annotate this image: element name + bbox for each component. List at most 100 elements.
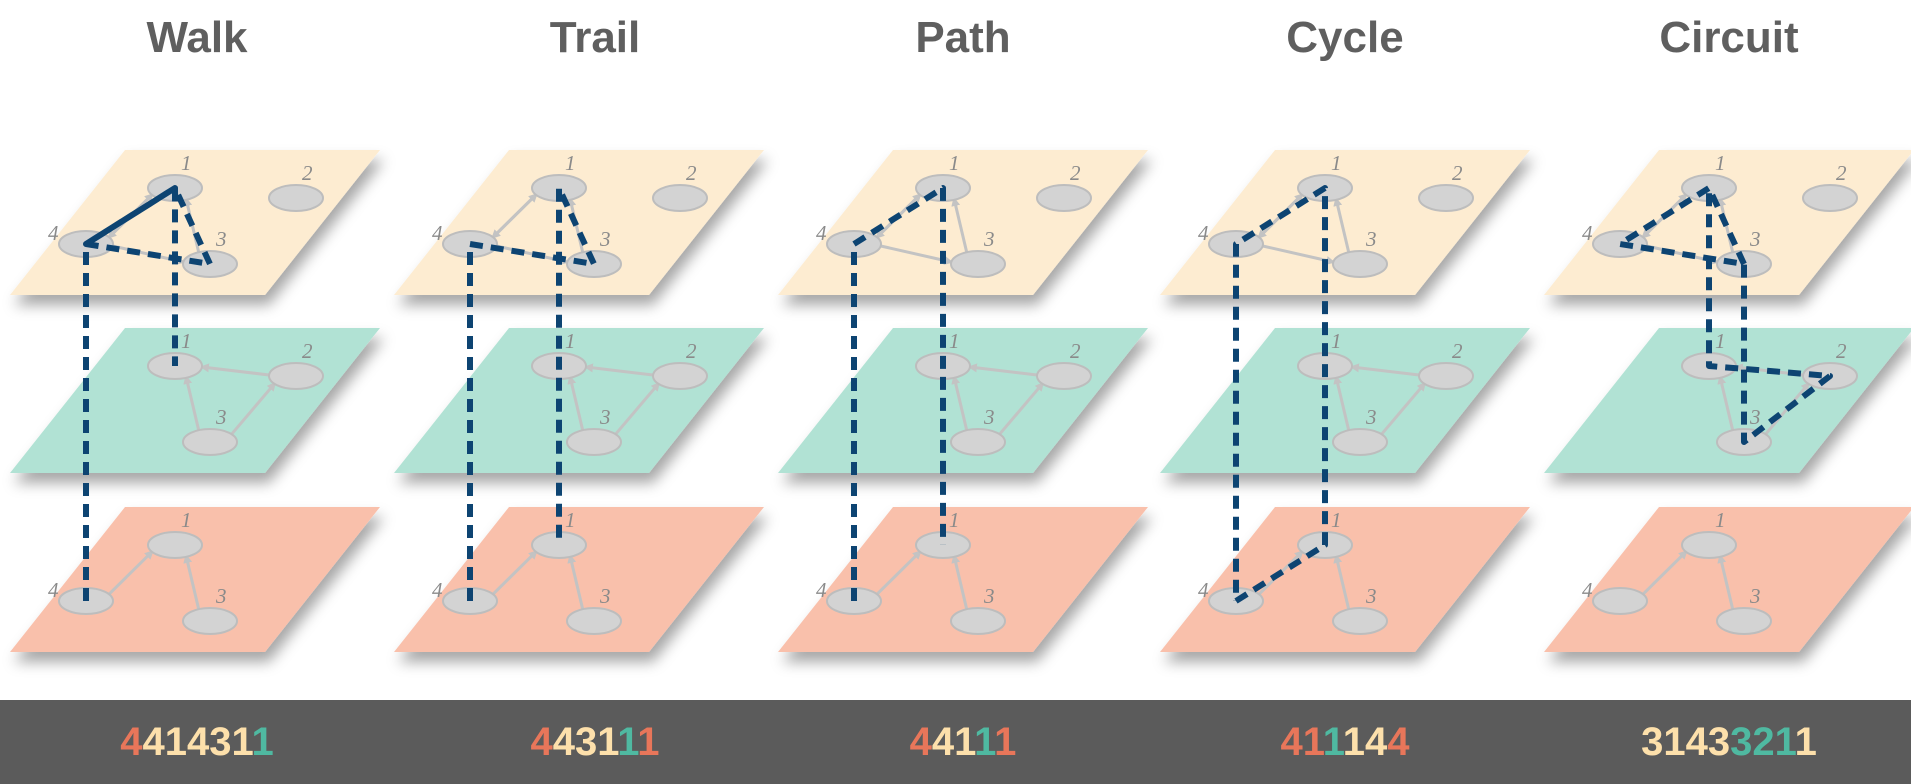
node-3 bbox=[1332, 250, 1388, 278]
layer-edge bbox=[874, 549, 923, 597]
node-label: 1 bbox=[949, 329, 960, 353]
node-label: 2 bbox=[1070, 339, 1081, 363]
node-2 bbox=[268, 362, 324, 390]
sequence-digit: 1 bbox=[1774, 720, 1795, 764]
node-3 bbox=[1716, 607, 1772, 635]
node-label: 2 bbox=[1836, 161, 1847, 185]
layer-edge bbox=[490, 192, 539, 240]
sequence-digit: 4 bbox=[1685, 720, 1708, 764]
sequence-digit: 1 bbox=[164, 720, 187, 764]
node-label: 3 bbox=[599, 405, 611, 429]
node-3 bbox=[950, 607, 1006, 635]
sequence-digit: 1 bbox=[231, 720, 252, 764]
sequence-digit: 4 bbox=[530, 720, 553, 764]
sequence-digit: 1 bbox=[974, 720, 995, 764]
sequence-digit: 1 bbox=[1342, 720, 1366, 764]
layer-edge bbox=[951, 375, 969, 433]
layer-edge bbox=[1717, 554, 1735, 612]
node-label: 1 bbox=[1331, 151, 1342, 175]
sequence-digit: 1 bbox=[597, 720, 618, 764]
route-path bbox=[1233, 185, 1328, 604]
node-label: 1 bbox=[949, 508, 960, 532]
node-label: 3 bbox=[1749, 584, 1761, 608]
node-label: 3 bbox=[1365, 584, 1377, 608]
sequence-digit: 3 bbox=[574, 720, 598, 764]
node-4 bbox=[1592, 587, 1648, 615]
layer-plane bbox=[778, 507, 1148, 652]
node-label: 4 bbox=[1582, 578, 1593, 602]
layer-edge bbox=[1349, 363, 1421, 377]
panel-title: Path bbox=[915, 13, 1010, 62]
sequence-digit: 4 bbox=[142, 720, 165, 764]
sequence-digit: 4 bbox=[120, 720, 143, 764]
sequence-digit: 4 bbox=[931, 720, 955, 764]
route-path bbox=[83, 185, 213, 601]
node-label: 3 bbox=[215, 405, 227, 429]
layer-edge bbox=[951, 197, 969, 255]
node-label: 1 bbox=[1331, 329, 1342, 353]
node-label: 1 bbox=[949, 151, 960, 175]
node-2 bbox=[652, 184, 708, 212]
sequence-path: 44111 bbox=[813, 718, 1113, 766]
panel-title: Circuit bbox=[1659, 13, 1799, 62]
node-label: 3 bbox=[1749, 405, 1761, 429]
node-4 bbox=[1592, 230, 1648, 258]
panel-title: Walk bbox=[146, 13, 248, 62]
node-label: 1 bbox=[1715, 508, 1726, 532]
node-3 bbox=[1332, 428, 1388, 456]
route-path bbox=[851, 185, 946, 601]
sequence-digit: 1 bbox=[617, 720, 638, 764]
sequence-trail: 443111 bbox=[445, 718, 745, 766]
node-label: 1 bbox=[565, 508, 576, 532]
sequence-digit: 4 bbox=[909, 720, 932, 764]
node-2 bbox=[1418, 362, 1474, 390]
node-label: 4 bbox=[432, 221, 443, 245]
sequence-digit: 3 bbox=[1707, 720, 1731, 764]
node-label: 2 bbox=[302, 161, 313, 185]
node-2 bbox=[1802, 184, 1858, 212]
layer-plane bbox=[1544, 507, 1911, 652]
node-label: 1 bbox=[565, 151, 576, 175]
node-3 bbox=[182, 428, 238, 456]
layer-edge bbox=[1333, 197, 1351, 255]
node-label: 4 bbox=[48, 578, 59, 602]
node-label: 1 bbox=[1715, 151, 1726, 175]
node-label: 4 bbox=[816, 221, 827, 245]
node-label: 3 bbox=[215, 584, 227, 608]
node-2 bbox=[652, 362, 708, 390]
layer-edge bbox=[583, 363, 655, 377]
sequence-digit: 1 bbox=[637, 720, 660, 764]
layer-edge bbox=[967, 363, 1039, 377]
layer-mid: 1 2 3 bbox=[1160, 328, 1530, 473]
node-label: 1 bbox=[181, 151, 192, 175]
layer-edge bbox=[1717, 375, 1735, 433]
layer-edge bbox=[229, 381, 277, 437]
sequence-digit: 2 bbox=[1752, 720, 1775, 764]
node-label: 2 bbox=[1452, 339, 1463, 363]
layer-plane bbox=[10, 507, 380, 652]
node-label: 3 bbox=[983, 227, 995, 251]
route-path bbox=[1617, 185, 1833, 445]
node-3 bbox=[950, 250, 1006, 278]
layer-plane bbox=[1160, 507, 1530, 652]
layer-edge bbox=[106, 549, 155, 597]
node-label: 1 bbox=[1715, 329, 1726, 353]
node-label: 3 bbox=[983, 405, 995, 429]
layer-edge bbox=[1640, 549, 1689, 597]
layer-bottom: 1 3 4 bbox=[1544, 507, 1911, 652]
node-label: 3 bbox=[1365, 405, 1377, 429]
node-label: 1 bbox=[181, 329, 192, 353]
layer-plane bbox=[394, 507, 764, 652]
node-label: 2 bbox=[686, 339, 697, 363]
layer-edge bbox=[951, 554, 969, 612]
panel-title: Trail bbox=[550, 13, 641, 62]
